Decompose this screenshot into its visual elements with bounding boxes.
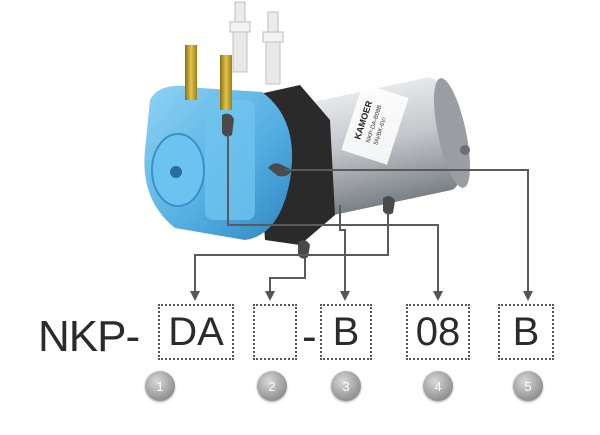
segment-number-badge-1: 1	[145, 371, 175, 401]
white-connector-left	[229, 1, 251, 73]
callout-line-1	[190, 212, 389, 301]
segment-number-badge-3: 3	[331, 371, 361, 401]
callout-line-5	[285, 169, 533, 301]
tube-right	[220, 55, 232, 110]
code-segment-4: 08	[406, 304, 470, 360]
hand-pointer-icon	[222, 113, 234, 137]
segment-number-badge-2: 2	[257, 371, 287, 401]
code-separator: -	[302, 312, 317, 361]
code-segment-1: DA	[158, 304, 234, 360]
code-segment-5: B	[498, 304, 554, 360]
white-connector-right	[262, 11, 284, 85]
model-prefix: NKP-	[38, 312, 140, 361]
callout-lines	[190, 135, 533, 301]
callout-line-3	[339, 205, 350, 301]
callout-line-2	[265, 258, 306, 301]
code-segment-2	[253, 304, 297, 360]
callout-line-4	[227, 135, 443, 301]
pump-head	[144, 85, 293, 240]
segment-number-badge-4: 4	[423, 371, 453, 401]
hand-pointer-icon	[383, 196, 395, 215]
code-segment-3: B	[320, 304, 372, 360]
hand-pointer-icon	[268, 163, 292, 177]
segment-number-badge-5: 5	[513, 371, 543, 401]
hand-pointer-icon	[298, 240, 310, 259]
tube-left	[185, 45, 197, 100]
